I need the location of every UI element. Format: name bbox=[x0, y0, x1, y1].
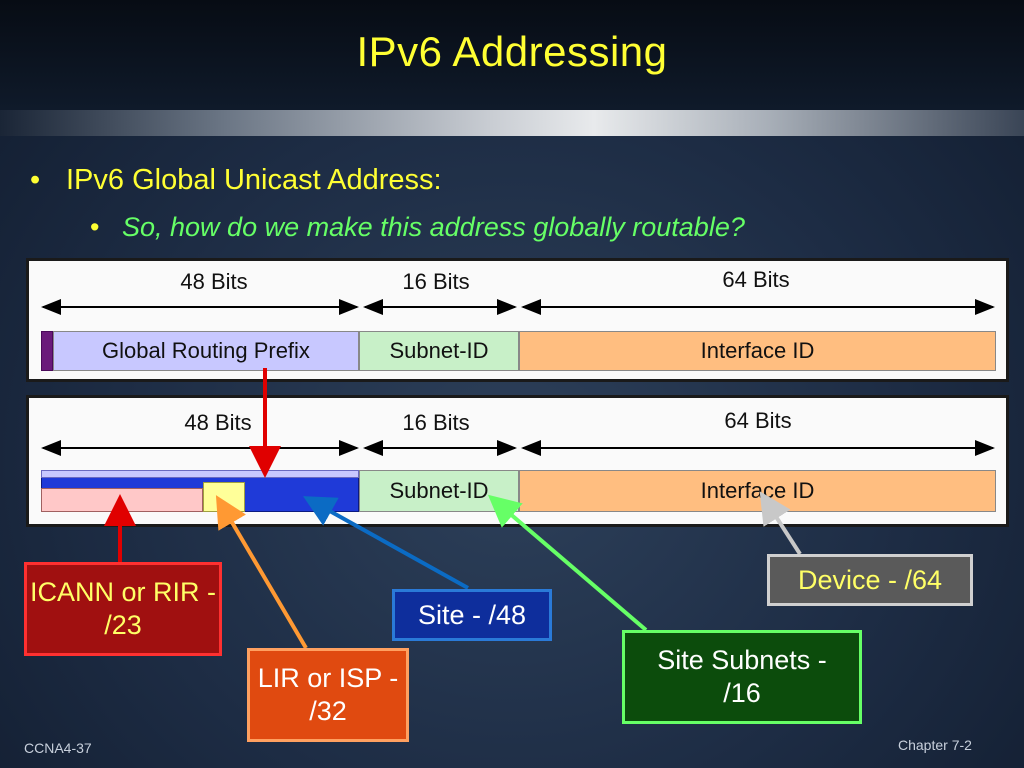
prefix-marker bbox=[41, 331, 53, 371]
address-allocation-diagram: 48 Bits 16 Bits 64 Bits Subnet-ID Interf… bbox=[26, 395, 1009, 527]
bits-label-48: 48 Bits bbox=[180, 269, 248, 294]
icann-rir-callout: ICANN or RIR - /23 bbox=[24, 562, 222, 656]
bullet-dot: • bbox=[30, 164, 41, 196]
icann-rir-block bbox=[41, 488, 203, 512]
slide-title: IPv6 Addressing bbox=[356, 28, 668, 75]
bits-label-64: 64 Bits bbox=[722, 267, 790, 292]
bits-label-16: 16 Bits bbox=[402, 269, 470, 294]
prefix-strip bbox=[41, 470, 359, 478]
bits-label-64: 64 Bits bbox=[724, 408, 792, 433]
site-subnets-callout: Site Subnets - /16 bbox=[622, 630, 862, 724]
bits-label-48: 48 Bits bbox=[184, 410, 252, 435]
bit-range-arrows bbox=[41, 299, 995, 315]
footer-chapter: Chapter 7-2 bbox=[898, 737, 972, 753]
bullet-dot: • bbox=[90, 212, 100, 242]
lir-isp-callout: LIR or ISP - /32 bbox=[247, 648, 409, 742]
bullet-level-1: • IPv6 Global Unicast Address: bbox=[30, 164, 442, 197]
subnet-id-field: Subnet-ID bbox=[359, 331, 519, 371]
footer-slide-code: CCNA4-37 bbox=[24, 740, 92, 756]
site-callout: Site - /48 bbox=[392, 589, 552, 641]
interface-id-field: Interface ID bbox=[519, 470, 996, 512]
bullet-2-text: So, how do we make this address globally… bbox=[122, 212, 745, 242]
bit-range-arrows bbox=[41, 440, 995, 456]
interface-id-field: Interface ID bbox=[519, 331, 996, 371]
address-format-diagram: 48 Bits 16 Bits 64 Bits Global Routing P… bbox=[26, 258, 1009, 382]
bits-label-16: 16 Bits bbox=[402, 410, 470, 435]
subnet-id-field: Subnet-ID bbox=[359, 470, 519, 512]
lir-isp-block bbox=[203, 482, 245, 512]
device-callout: Device - /64 bbox=[767, 554, 973, 606]
bullet-level-2: • So, how do we make this address globall… bbox=[90, 212, 745, 243]
title-bar bbox=[0, 0, 1024, 110]
title-divider-band bbox=[0, 110, 1024, 136]
global-routing-prefix-field: Global Routing Prefix bbox=[53, 331, 359, 371]
bullet-1-text: IPv6 Global Unicast Address: bbox=[66, 164, 442, 196]
